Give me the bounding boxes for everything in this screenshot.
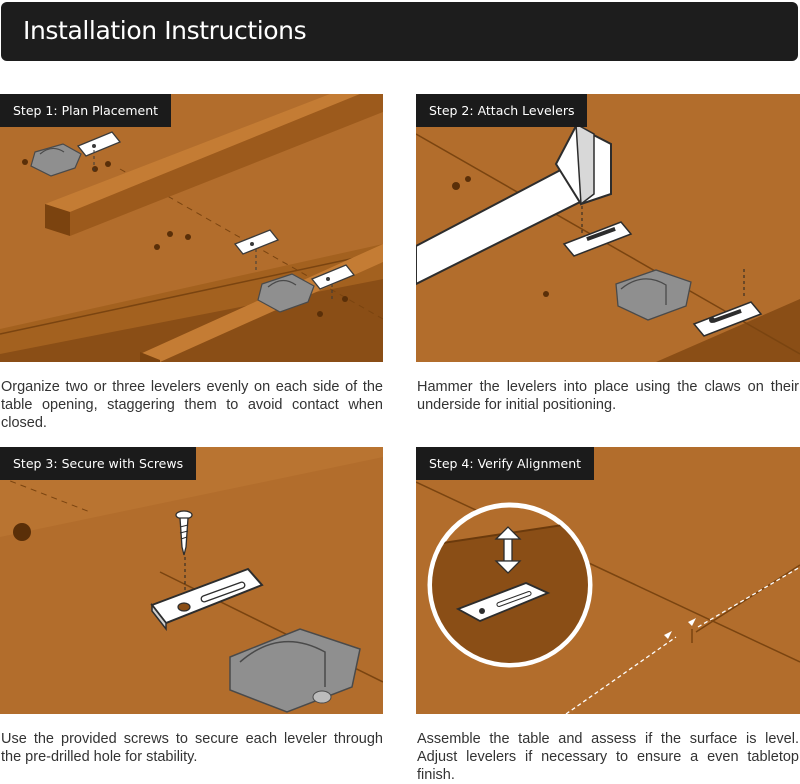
table-lock-icon [229,628,361,713]
step-1-description: Organize two or three levelers evenly on… [1,379,383,431]
step-1-label: Step 1: Plan Placement [0,94,172,127]
table-lock-icon [257,273,315,313]
step-2-description: Hammer the levelers into place using the… [417,379,799,413]
step-4-description: Assemble the table and assess if the sur… [417,731,799,783]
step-3-label: Step 3: Secure with Screws [0,447,197,480]
step-4-illustration: Step 4: Verify Alignment [416,447,800,714]
step-2-illustration: Step 2: Attach Levelers [416,94,800,362]
step-2-label: Step 2: Attach Levelers [416,94,588,127]
step-3-illustration: Step 3: Secure with Screws [0,447,383,714]
step-1-illustration: Step 1: Plan Placement [0,94,383,362]
step-4-label: Step 4: Verify Alignment [416,447,595,480]
screw-icon [175,510,193,556]
page-title: Installation Instructions [23,16,307,45]
hammer-icon [416,122,612,286]
double-arrow-icon [494,526,522,574]
leveler-plate-icon [150,567,264,632]
table-lock-icon [615,269,692,321]
leveler-plate-icon [76,131,356,290]
table-lock-icon [30,143,82,177]
step-3-description: Use the provided screws to secure each l… [1,731,383,765]
leveler-plate-icon [455,582,551,622]
header-banner: Installation Instructions [1,2,798,61]
